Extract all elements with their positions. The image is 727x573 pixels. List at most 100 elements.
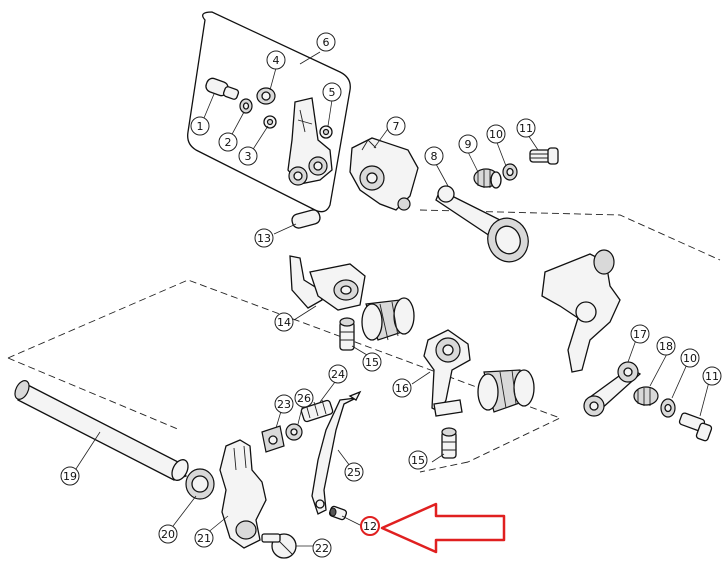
screws-15 [339,317,457,459]
part-washer-10b [660,398,676,418]
callouts: 1 2 3 4 5 6 7 8 [60,32,722,558]
callout-21: 21 [194,528,214,548]
svg-text:9: 9 [465,138,472,151]
callout-13: 13 [254,228,274,248]
callout-9: 9 [458,134,478,154]
callout-11b: 11 [702,366,722,386]
svg-text:20: 20 [161,528,175,541]
svg-text:5: 5 [329,86,336,99]
svg-text:1: 1 [197,120,204,133]
callout-11a: 11 [516,118,536,138]
part-12-screw [328,505,348,521]
dashed-guide-right [419,209,721,261]
svg-text:8: 8 [431,150,438,163]
svg-text:25: 25 [347,466,361,479]
svg-text:11: 11 [519,122,533,135]
dashed-shaft-box [7,279,562,473]
highlight-arrow [380,502,506,554]
upper-right-fasteners [473,147,559,189]
part-19-shaft [14,380,189,481]
callout-1: 1 [190,116,210,136]
svg-text:24: 24 [331,368,345,381]
part-13-pin [291,209,321,229]
callout-17: 17 [630,324,650,344]
part-screw-11b [678,412,713,442]
svg-text:4: 4 [273,54,280,67]
part-25-link [311,390,362,515]
right-bracket-body [541,249,621,373]
svg-text:14: 14 [277,316,291,329]
callout-14: 14 [274,312,294,332]
bushing-lower [477,369,535,413]
bushing-upper [361,297,415,341]
bushings [361,297,535,413]
callout-19: 19 [60,466,80,486]
part-17-link [583,361,642,417]
part-washer-3 [263,115,277,129]
callout-24: 24 [328,364,348,384]
svg-text:21: 21 [197,532,211,545]
svg-text:19: 19 [63,470,77,483]
svg-text:6: 6 [323,36,330,49]
part-16-crank [423,329,471,417]
part-26-washer [285,423,303,441]
callout-7: 7 [386,116,406,136]
part-8-connecting-rod [435,185,529,263]
callout-10b: 10 [680,348,700,368]
part-washer-2 [239,98,253,114]
callout-15b: 15 [408,450,428,470]
part-washer-10a [502,163,518,181]
svg-text:18: 18 [659,340,673,353]
callout-15a: 15 [362,352,382,372]
red-arrow-icon [380,502,506,554]
svg-text:12: 12 [363,520,377,533]
part-20-washer [185,468,215,500]
upper-small-parts [205,77,333,186]
svg-text:3: 3 [245,150,252,163]
svg-text:10: 10 [683,352,697,365]
svg-text:26: 26 [297,392,311,405]
part-22-screw [261,533,297,559]
svg-text:2: 2 [225,136,232,149]
callout-8: 8 [424,146,444,166]
svg-text:11: 11 [705,370,719,383]
part-nut-4 [256,87,276,105]
assembly-outlines [7,11,721,473]
callout-2: 2 [218,132,238,152]
upper-assembly-frame [187,11,351,213]
part-spring-18 [633,386,659,406]
middle-small-parts [261,399,334,453]
svg-text:22: 22 [315,542,329,555]
part-14-bracket [289,255,366,311]
callout-16: 16 [392,378,412,398]
svg-text:10: 10 [489,128,503,141]
callout-23: 23 [274,394,294,414]
part-21-lever [219,439,267,549]
svg-text:23: 23 [277,398,291,411]
screw-15b [441,427,457,459]
callout-5: 5 [322,82,342,102]
callout-6: 6 [316,32,336,52]
part-screw-11a [529,147,559,165]
part-screw-1 [205,77,240,100]
callout-22: 22 [312,538,332,558]
svg-text:16: 16 [395,382,409,395]
svg-text:15: 15 [365,356,379,369]
callout-10a: 10 [486,124,506,144]
part-23-plate [261,425,285,453]
svg-text:15: 15 [411,454,425,467]
callout-18: 18 [656,336,676,356]
callout-26: 26 [294,388,314,408]
part-7-block [349,137,419,211]
svg-text:7: 7 [393,120,400,133]
callout-20: 20 [158,524,178,544]
callout-4: 4 [266,50,286,70]
part-washer-5 [319,125,333,139]
svg-text:17: 17 [633,328,647,341]
part-spring-9 [473,168,502,189]
callout-3: 3 [238,146,258,166]
callout-25: 25 [344,462,364,482]
svg-text:13: 13 [257,232,271,245]
screw-15a [339,317,355,351]
